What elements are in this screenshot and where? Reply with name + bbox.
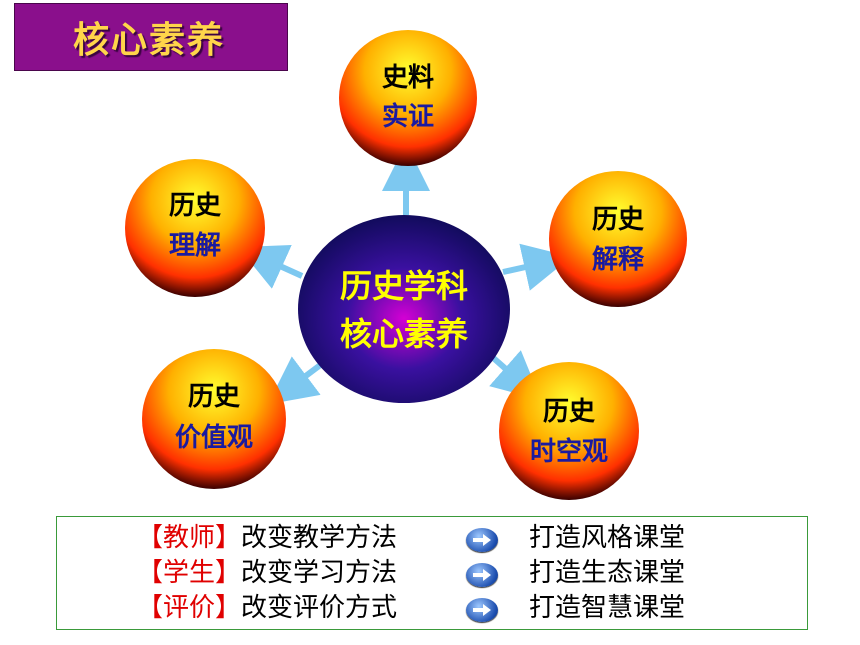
node-jieshi: 历史 解释	[549, 171, 687, 307]
node-shiliao-line1: 史料	[382, 63, 434, 93]
legend-row-student: 【学生】改变学习方法	[137, 555, 397, 591]
node-shikong-line2: 时空观	[530, 436, 608, 467]
center-line1: 历史学科	[340, 267, 468, 305]
node-lijie-line2: 理解	[169, 231, 221, 261]
node-jiazhi-line1: 历史	[188, 382, 241, 412]
center-node: 历史学科 核心素养	[298, 215, 510, 403]
arrow-to-jieshi	[502, 243, 572, 291]
legend-result: 打造风格课堂	[529, 523, 686, 553]
legend-row-evaluation: 【评价】改变评价方式	[137, 590, 397, 626]
node-lijie: 历史 理解	[125, 159, 265, 297]
node-shiliao: 史料 实证	[339, 30, 477, 166]
legend-row-teacher: 【教师】改变教学方法	[137, 520, 397, 556]
arrow-to-shikong	[488, 350, 542, 400]
node-jiazhi-line2: 价值观	[175, 423, 253, 453]
node-jiazhi: 历史 价值观	[142, 349, 286, 489]
legend-action: 改变学习方法	[241, 558, 398, 588]
center-line2: 核心素养	[340, 315, 468, 353]
legend-role: 【学生】	[137, 558, 242, 588]
node-jieshi-line2: 解释	[592, 245, 645, 275]
title-banner: 核心素养	[14, 3, 288, 71]
node-shikong-line1: 历史	[543, 397, 596, 427]
legend-box: 【教师】改变教学方法 打造风格课堂 【学生】改变学习方法 打造生态课堂 【评价】…	[56, 516, 808, 630]
legend-role: 【评价】	[137, 593, 242, 623]
node-shikong: 历史 时空观	[499, 362, 639, 500]
legend-result: 打造智慧课堂	[529, 593, 686, 623]
legend-action: 改变评价方式	[241, 593, 398, 623]
right-arrow-circle-icon	[466, 563, 498, 587]
core-literacy-diagram: 史料 实证 历史 解释 历史 时空观 历史 价值观 历史 理解 历史学科 核心素…	[125, 30, 687, 500]
arrow-to-lijie	[238, 245, 304, 289]
arrow-to-jiazhi	[267, 356, 325, 405]
legend-action: 改变教学方法	[241, 523, 398, 553]
legend-result: 打造生态课堂	[529, 558, 686, 588]
legend-role: 【教师】	[137, 523, 242, 553]
node-lijie-line1: 历史	[169, 191, 222, 221]
node-jieshi-line1: 历史	[592, 205, 645, 235]
node-shiliao-line2: 实证	[382, 101, 434, 132]
right-arrow-circle-icon	[466, 598, 498, 622]
page-title: 核心素养	[73, 20, 226, 61]
right-arrow-circle-icon	[466, 528, 498, 552]
